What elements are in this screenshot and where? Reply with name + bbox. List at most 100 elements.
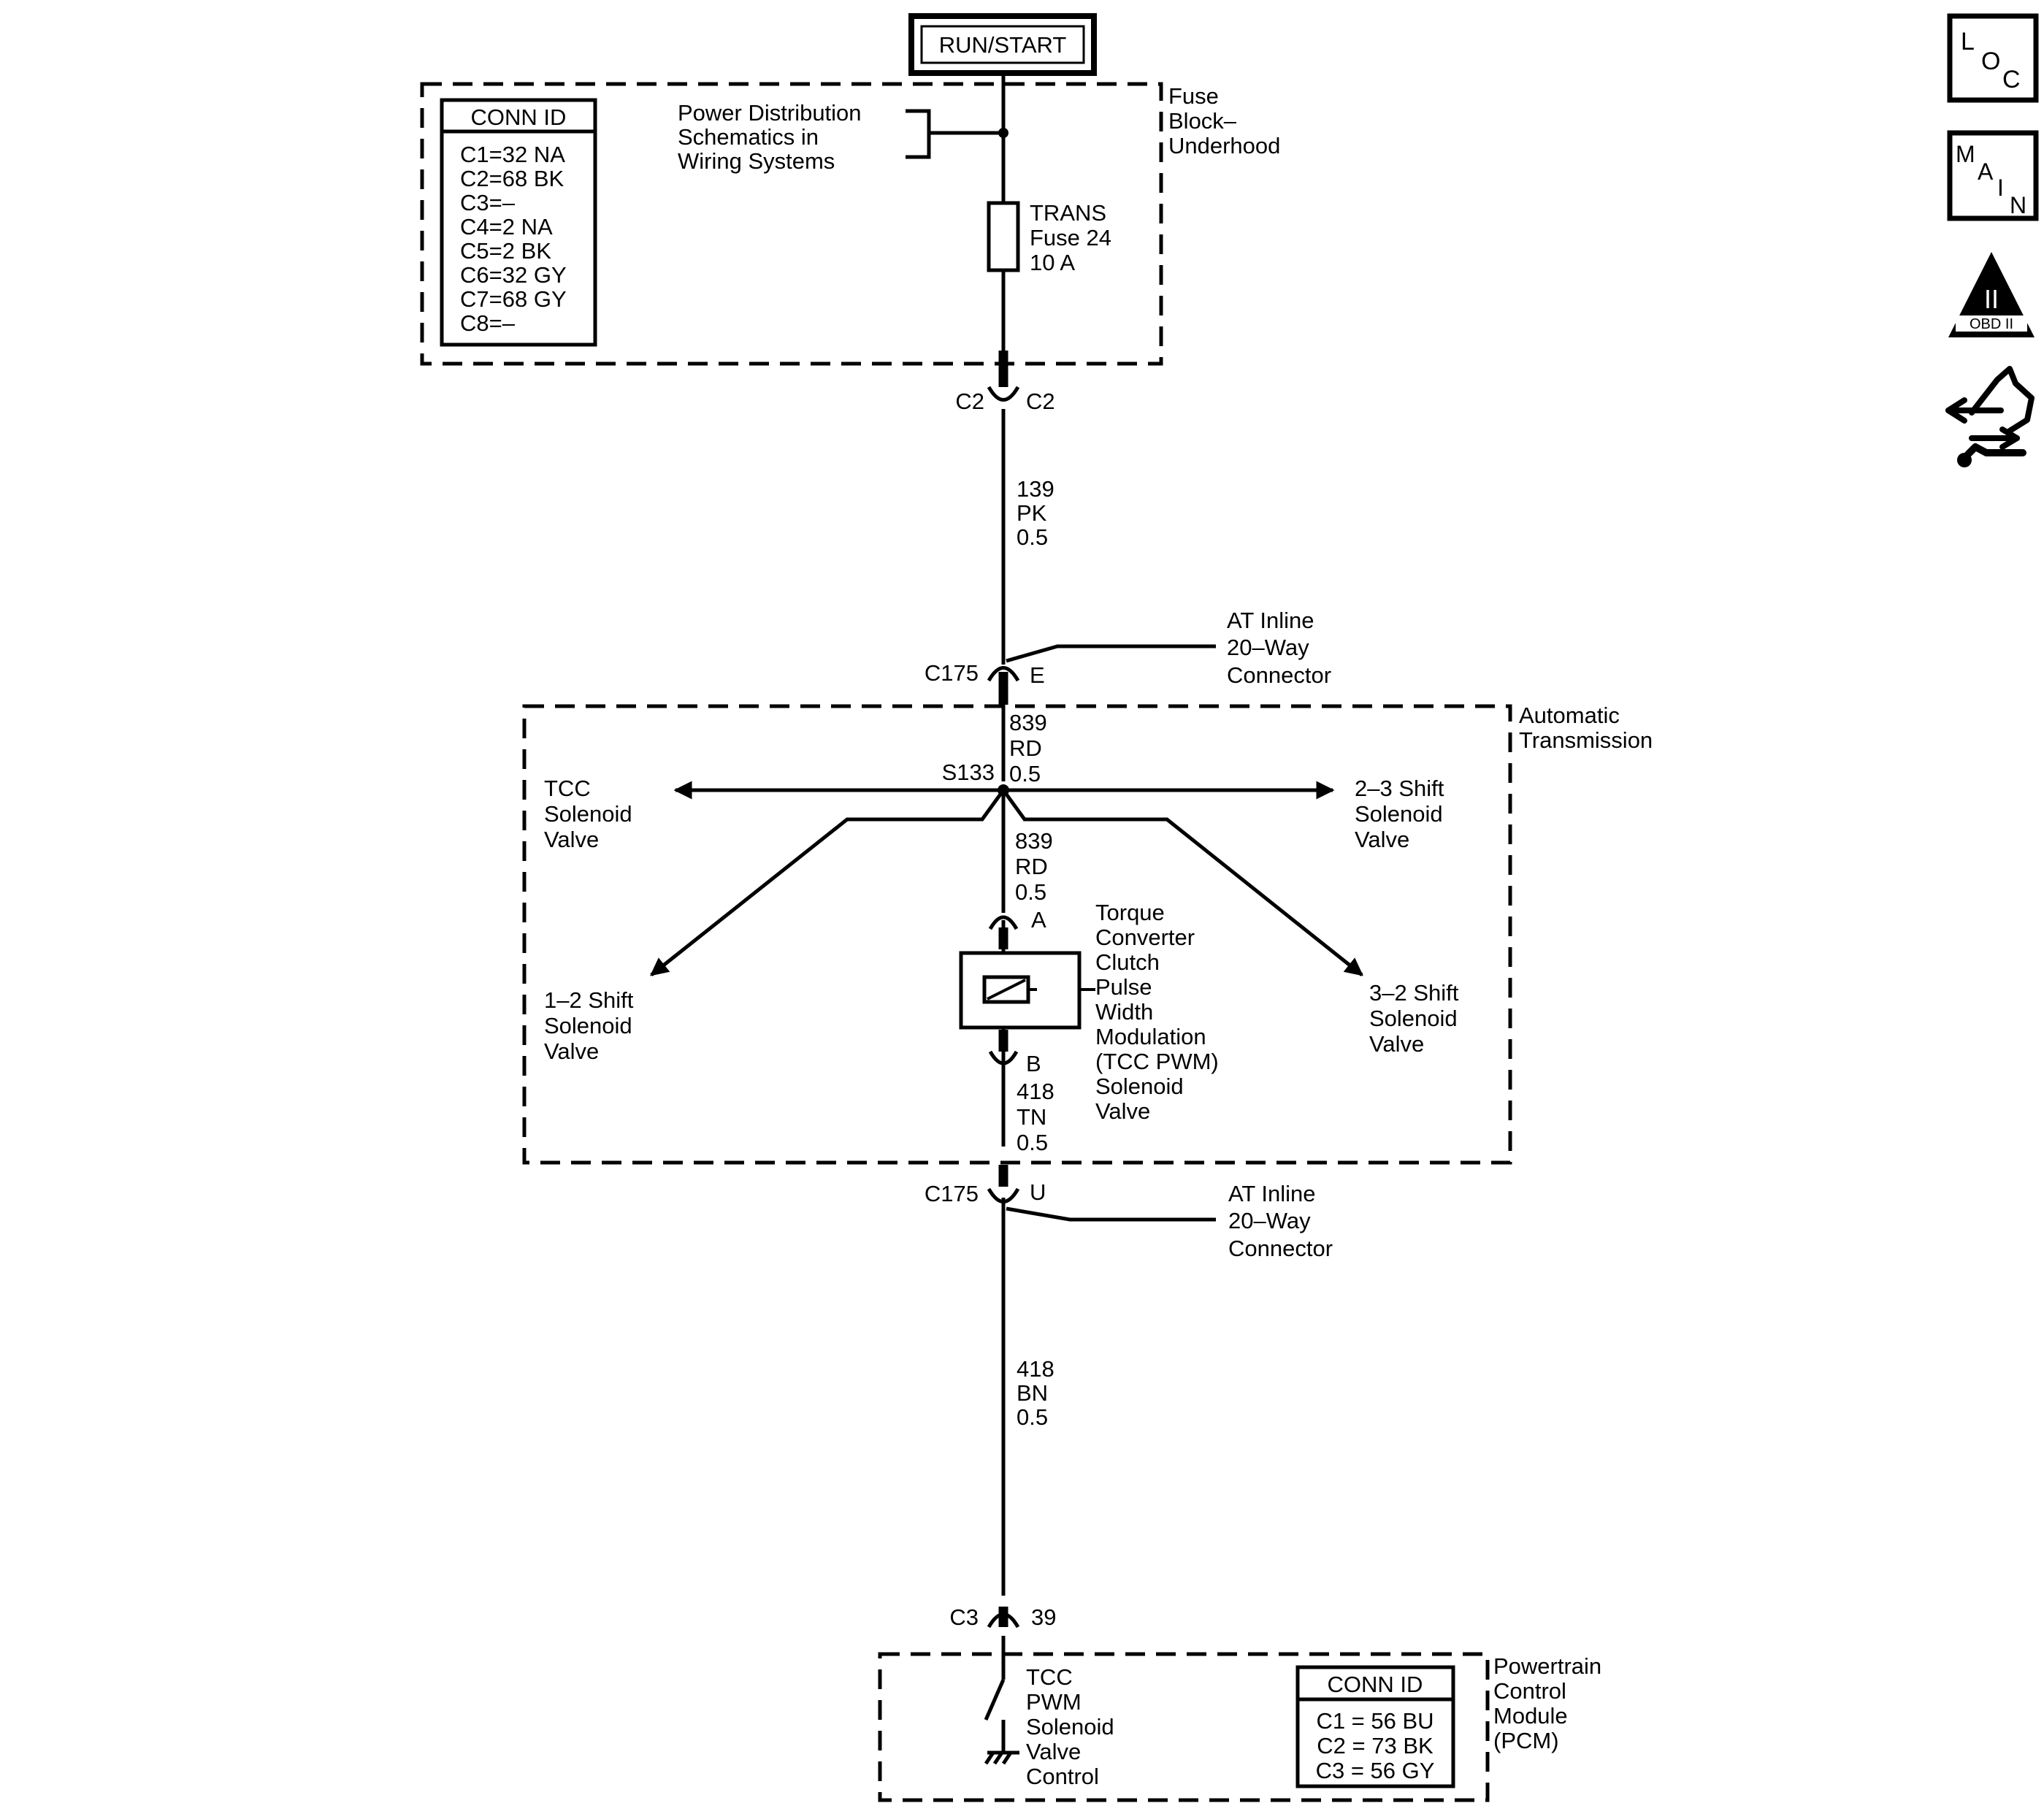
- fuse-block-boundary: [420, 82, 1163, 366]
- splice-branches: [650, 781, 1363, 976]
- fuse-label-3: 10 A: [1030, 250, 1075, 275]
- svg-text:Solenoid: Solenoid: [1369, 1006, 1458, 1031]
- splice-s133: S133: [942, 759, 1009, 796]
- svg-text:Width: Width: [1095, 999, 1153, 1025]
- svg-text:1–2 Shift: 1–2 Shift: [544, 987, 634, 1013]
- svg-text:B: B: [1026, 1051, 1041, 1076]
- svg-text:Valve: Valve: [1369, 1031, 1424, 1057]
- svg-text:Power Distribution: Power Distribution: [678, 100, 862, 126]
- wire-139-label: 139 PK 0.5: [1017, 476, 1054, 550]
- svg-text:Solenoid: Solenoid: [1095, 1074, 1184, 1099]
- svg-text:20–Way: 20–Way: [1227, 635, 1309, 660]
- svg-text:L: L: [1961, 28, 1975, 56]
- svg-text:0.5: 0.5: [1015, 879, 1046, 905]
- fuse-block-name-1: Fuse: [1168, 83, 1219, 109]
- svg-text:PWM: PWM: [1026, 1689, 1082, 1715]
- run-start-label: RUN/START: [939, 32, 1067, 58]
- tcc-solenoid-valve-label: TCC Solenoid Valve: [544, 776, 632, 852]
- svg-text:TN: TN: [1017, 1104, 1046, 1130]
- auto-trans-name-2: Transmission: [1519, 727, 1653, 753]
- pcm-conn-id-table: CONN ID C1 = 56 BU C2 = 73 BK C3 = 56 GY: [1295, 1665, 1455, 1788]
- svg-text:Module: Module: [1493, 1703, 1568, 1729]
- obd-ii-icon[interactable]: OBD II II: [1948, 252, 2035, 337]
- pcm-name-label: Powertrain Control Module (PCM): [1493, 1653, 1601, 1753]
- svg-text:Solenoid: Solenoid: [544, 1013, 632, 1038]
- svg-text:C175: C175: [925, 660, 979, 686]
- svg-text:Valve: Valve: [1026, 1739, 1081, 1764]
- conn-row: C7=68 GY: [460, 286, 567, 312]
- svg-text:(TCC PWM): (TCC PWM): [1095, 1049, 1219, 1074]
- conn-id-title: CONN ID: [471, 104, 567, 130]
- svg-text:139: 139: [1017, 476, 1054, 502]
- svg-text:C175: C175: [925, 1181, 979, 1206]
- svg-text:Converter: Converter: [1095, 925, 1195, 950]
- svg-text:418: 418: [1017, 1356, 1054, 1382]
- svg-text:Valve: Valve: [1095, 1098, 1150, 1124]
- connector-c3: C3 39: [949, 1604, 1056, 1630]
- svg-text:C1 = 56 BU: C1 = 56 BU: [1316, 1708, 1434, 1734]
- main-icon[interactable]: M A I N: [1947, 130, 2039, 221]
- svg-text:O: O: [1981, 47, 2000, 75]
- svg-text:0.5: 0.5: [1017, 1404, 1048, 1430]
- connector-pin-a: A: [988, 907, 1046, 933]
- run-start-box: RUN/START: [908, 13, 1097, 76]
- svg-text:20–Way: 20–Way: [1228, 1208, 1311, 1233]
- conn-row: C5=2 BK: [460, 238, 551, 264]
- fuse-label-2: Fuse 24: [1030, 225, 1111, 250]
- svg-text:39: 39: [1031, 1604, 1056, 1630]
- svg-text:(PCM): (PCM): [1493, 1728, 1559, 1753]
- shift-1-2-solenoid-label: 1–2 Shift Solenoid Valve: [544, 987, 634, 1064]
- svg-text:CONN ID: CONN ID: [1328, 1672, 1423, 1697]
- svg-text:RD: RD: [1015, 854, 1048, 879]
- svg-text:2–3 Shift: 2–3 Shift: [1355, 776, 1444, 801]
- connector-c175-bottom: C175 U AT Inline 20–Way Connector: [925, 1179, 1333, 1261]
- svg-text:Connector: Connector: [1228, 1236, 1333, 1261]
- svg-text:0.5: 0.5: [1009, 761, 1041, 787]
- conn-row: C6=32 GY: [460, 262, 567, 288]
- svg-text:Clutch: Clutch: [1095, 949, 1160, 975]
- svg-text:Solenoid: Solenoid: [1026, 1714, 1114, 1740]
- pcm-switch-ground: [984, 1661, 1019, 1765]
- svg-text:Schematics in: Schematics in: [678, 124, 819, 150]
- power-distribution-ref: Power Distribution Schematics in Wiring …: [678, 100, 1008, 174]
- svg-text:0.5: 0.5: [1017, 524, 1048, 550]
- svg-text:AT Inline: AT Inline: [1227, 608, 1314, 633]
- svg-text:TCC: TCC: [1026, 1664, 1073, 1690]
- svg-text:Control: Control: [1026, 1764, 1099, 1789]
- pcm-boundary: [878, 1652, 1490, 1802]
- svg-text:OBD II: OBD II: [1970, 316, 2013, 332]
- automatic-transmission-boundary: [522, 704, 1512, 1165]
- svg-text:A: A: [1031, 907, 1046, 933]
- svg-text:PK: PK: [1017, 500, 1047, 526]
- tcc-pwm-solenoid-label: Torque Converter Clutch Pulse Width Modu…: [1095, 900, 1219, 1124]
- svg-text:3–2 Shift: 3–2 Shift: [1369, 980, 1459, 1006]
- svg-text:C2 = 73 BK: C2 = 73 BK: [1317, 1733, 1434, 1758]
- fuse-block-name-2: Block–: [1168, 108, 1237, 134]
- svg-text:U: U: [1030, 1179, 1046, 1205]
- connector-c2: C2 C2: [955, 386, 1055, 414]
- shift-2-3-solenoid-label: 2–3 Shift Solenoid Valve: [1355, 776, 1444, 852]
- auto-trans-name-1: Automatic: [1519, 703, 1620, 728]
- svg-text:AT Inline: AT Inline: [1228, 1181, 1315, 1206]
- shift-3-2-solenoid-label: 3–2 Shift Solenoid Valve: [1369, 980, 1459, 1057]
- svg-text:C3: C3: [949, 1604, 979, 1630]
- conn-row: C1=32 NA: [460, 142, 565, 167]
- svg-text:N: N: [2010, 192, 2026, 218]
- conn-row: C8=–: [460, 310, 516, 336]
- wire-418-bn-label: 418 BN 0.5: [1017, 1356, 1054, 1430]
- svg-text:839: 839: [1009, 710, 1047, 735]
- conn-row: C3=–: [460, 190, 516, 215]
- connector-pin-b: B: [988, 1050, 1041, 1076]
- svg-text:Solenoid: Solenoid: [544, 801, 632, 827]
- svg-text:Torque: Torque: [1095, 900, 1165, 925]
- fuse-24: TRANS Fuse 24 10 A: [987, 200, 1111, 275]
- svg-text:Modulation: Modulation: [1095, 1024, 1206, 1049]
- loc-icon[interactable]: L O C: [1947, 13, 2039, 103]
- svg-text:Wiring Systems: Wiring Systems: [678, 148, 835, 174]
- fuse-block-conn-id-table: CONN ID C1=32 NA C2=68 BK C3=– C4=2 NA C…: [440, 98, 597, 347]
- repair-procedure-icon[interactable]: [1945, 366, 2035, 467]
- svg-text:Valve: Valve: [544, 1038, 599, 1064]
- svg-text:C2: C2: [1026, 389, 1055, 414]
- svg-text:Pulse: Pulse: [1095, 974, 1152, 1000]
